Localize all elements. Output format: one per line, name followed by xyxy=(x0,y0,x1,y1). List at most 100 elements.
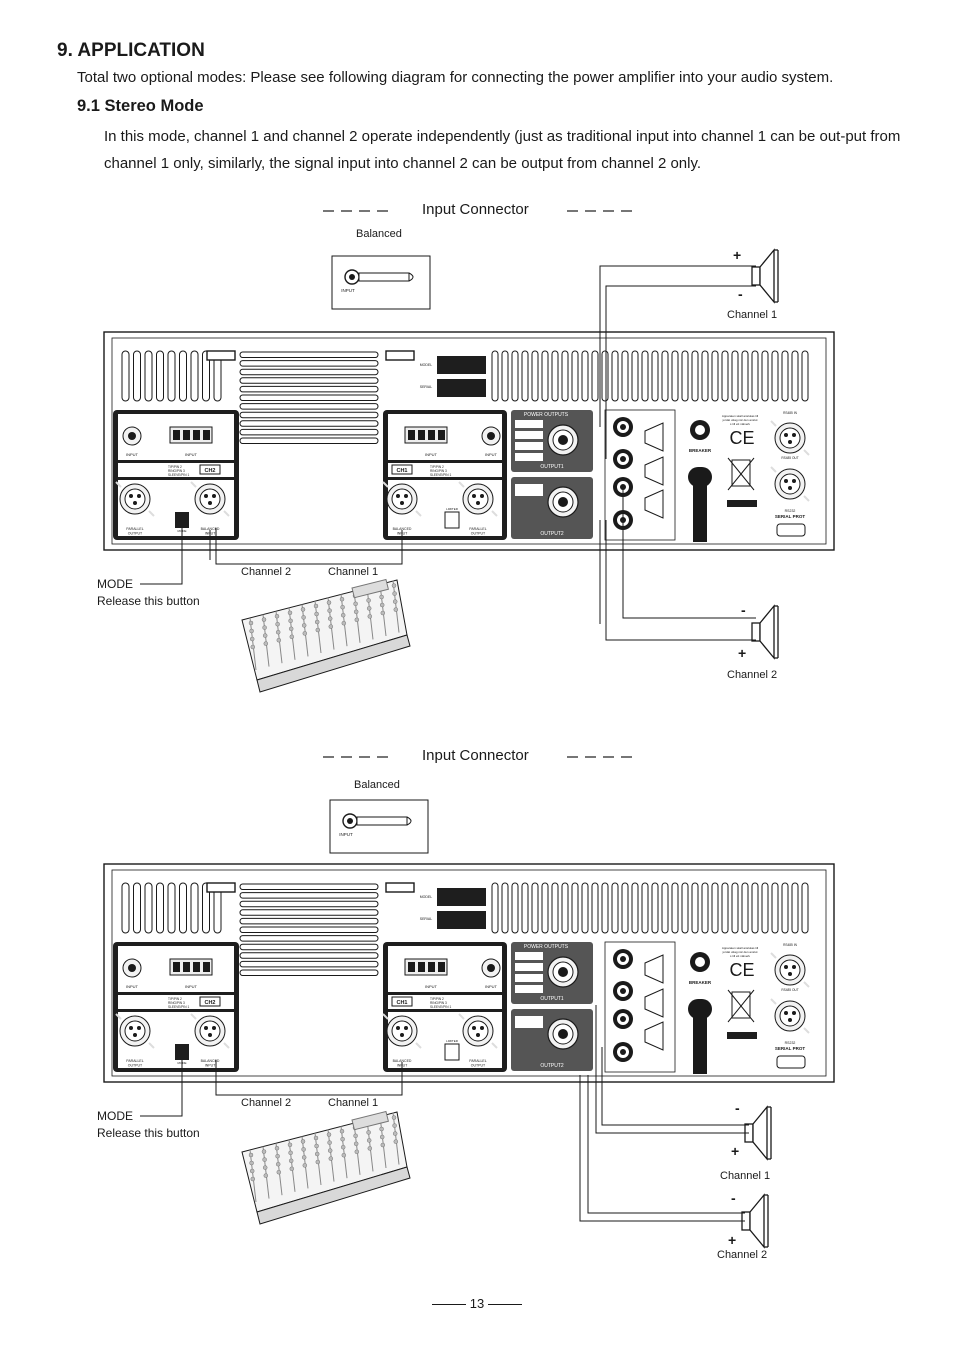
balanced-input-label: BALANCED xyxy=(201,1059,220,1063)
vent-slot xyxy=(239,900,379,908)
speaker-2-plus: + xyxy=(738,645,747,661)
vent-slot xyxy=(711,350,719,402)
vent-slot xyxy=(239,943,379,951)
vent-slot xyxy=(239,403,379,410)
output2-label: OUTPUT2 xyxy=(540,531,564,537)
vent-slot xyxy=(791,882,799,934)
ch1-badge: CH1 xyxy=(396,1000,407,1006)
mixer-channel-1-label: Channel 1 xyxy=(328,1097,379,1109)
vent-slot xyxy=(641,350,649,402)
vent-slot xyxy=(190,350,199,402)
balanced-connector-illustration: INPUT xyxy=(329,799,429,854)
tip-label: TIP/PIN 2 xyxy=(168,997,182,1001)
vent-slot xyxy=(621,350,629,402)
tip-label: TIP/PIN 2 xyxy=(430,465,444,469)
speaker-wire xyxy=(605,520,756,641)
model-plate xyxy=(437,356,486,374)
input-label: INPUT xyxy=(126,452,139,457)
power-outputs-label: POWER OUTPUTS xyxy=(524,944,569,950)
intro-paragraph: Total two optional modes: Please see fol… xyxy=(77,69,834,86)
pin-table-row xyxy=(515,442,543,450)
vent-slot xyxy=(167,350,176,402)
vent-slot xyxy=(121,350,130,402)
vent-slot xyxy=(641,882,649,934)
ring-label: RING/PIN 3 xyxy=(430,469,447,473)
vent-slot xyxy=(239,385,379,393)
ring-label: RING/PIN 3 xyxy=(168,1001,185,1005)
rs232-label: RS232 xyxy=(785,509,796,513)
vent-slot xyxy=(801,882,809,934)
parallel-output-label: OUTPUT xyxy=(128,532,143,536)
ch1-badge: CH1 xyxy=(396,468,407,474)
speaker-1-label: Channel 1 xyxy=(720,1170,771,1182)
vent-slot xyxy=(239,909,379,916)
limiter-label: LIMITER xyxy=(446,1039,459,1043)
vent-slot xyxy=(239,394,379,401)
warning-text: s till ett nätverk xyxy=(730,954,751,958)
parallel-output-label: PARALLEL xyxy=(469,1059,486,1063)
pin-table-row xyxy=(515,431,543,439)
vent-slot xyxy=(721,350,729,402)
vent-slot xyxy=(601,350,609,402)
vent-slot xyxy=(801,350,809,402)
vent-slot xyxy=(681,882,689,934)
vent-slot xyxy=(531,882,539,934)
page-number: 13 xyxy=(469,1296,485,1311)
mode-note: Release this button xyxy=(97,1126,200,1140)
vent-slot xyxy=(156,350,164,402)
vent-slot xyxy=(521,882,529,934)
polarity-speaker-icon xyxy=(644,422,664,452)
vent-slot xyxy=(541,350,549,402)
vent-slot xyxy=(691,350,699,402)
vent-slot xyxy=(239,935,379,942)
speaker-1-label: Channel 1 xyxy=(727,309,778,321)
speaker-icon xyxy=(751,604,779,660)
vent-slot xyxy=(202,350,210,402)
vent-slot xyxy=(611,882,619,934)
vent-slot xyxy=(239,411,379,419)
output2-label: OUTPUT2 xyxy=(540,1063,564,1069)
speaker-2-plus: + xyxy=(728,1232,737,1248)
sleeve-label: SLEEVE/PIN 1 xyxy=(168,1005,189,1009)
input-connector-title: Input Connector xyxy=(422,747,529,764)
vent-slot xyxy=(731,350,739,402)
serial-plate xyxy=(437,379,486,397)
mode-label: MODE xyxy=(97,1109,133,1123)
vent-slot xyxy=(741,350,749,402)
vent-slot xyxy=(751,882,759,934)
rs485-in-label: RS485 IN xyxy=(783,411,798,415)
parallel-output-label: PARALLEL xyxy=(126,1059,143,1063)
plug-cable-icon xyxy=(358,272,410,282)
vent-slot xyxy=(761,882,769,934)
vent-slot xyxy=(551,350,559,402)
serial-label: SERIAL xyxy=(420,385,433,389)
db9-connector-icon xyxy=(776,1055,806,1069)
balanced-label: Balanced xyxy=(354,779,400,791)
vent-slot xyxy=(144,350,153,402)
mode-note: Release this button xyxy=(97,594,200,608)
vent-slot xyxy=(591,350,599,402)
vent-slot xyxy=(621,882,629,934)
pin-table-row xyxy=(515,453,543,461)
vent-slot xyxy=(179,882,187,934)
speaker-wire xyxy=(599,265,756,427)
vent-slot xyxy=(239,969,379,976)
balanced-input-label: INPUT xyxy=(205,1064,216,1068)
terminal-block-icon xyxy=(169,426,213,444)
output1-label: OUTPUT1 xyxy=(540,996,564,1002)
plug-cable-icon xyxy=(356,816,408,826)
ce-mark: CE xyxy=(729,428,754,448)
vent-slot xyxy=(691,882,699,934)
balanced-connector-illustration: INPUT xyxy=(331,255,431,310)
vent-slot xyxy=(781,350,789,402)
input-label: INPUT xyxy=(485,452,498,457)
rack-handle xyxy=(385,882,415,893)
ring-label: RING/PIN 3 xyxy=(430,1001,447,1005)
vent-slot xyxy=(239,917,379,925)
db9-connector-icon xyxy=(776,523,806,537)
